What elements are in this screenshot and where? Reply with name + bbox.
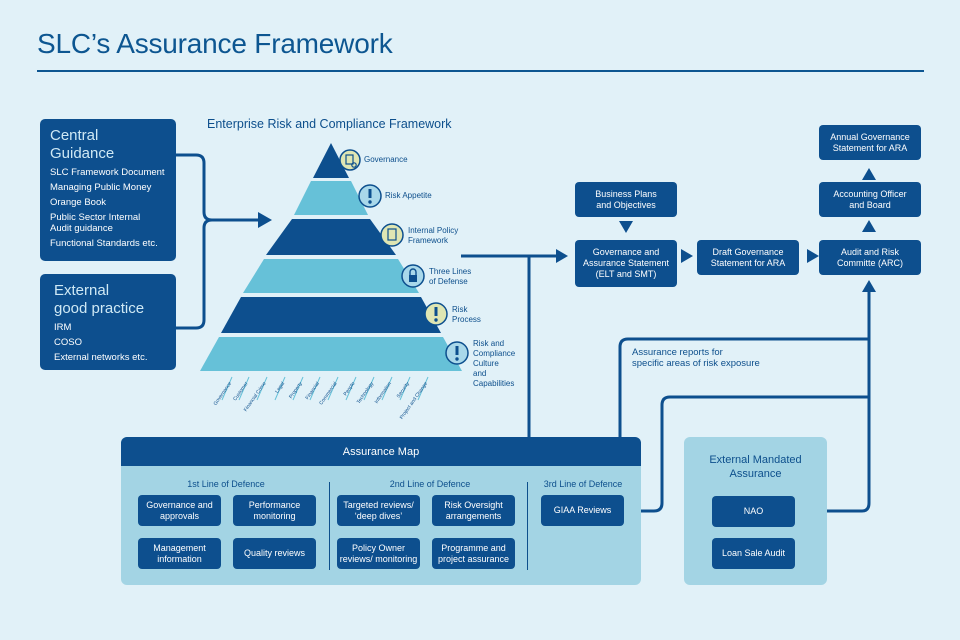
pyramid-layer-governance — [313, 143, 349, 178]
pyramid-label-risk-process: Risk Process — [452, 305, 481, 324]
pyramid-layer-risk-process — [221, 297, 441, 333]
audit-risk-committee-box: Audit and Risk Committe (ARC) — [819, 240, 921, 275]
pyramid-label-risk-appetite: Risk Appetite — [385, 191, 432, 200]
page-title: SLC’s Assurance Framework — [37, 28, 393, 59]
list-item: IRM — [54, 322, 72, 333]
connector-giaa — [641, 395, 869, 513]
list-item: Managing Public Money — [50, 182, 152, 193]
assurance-item: Quality reviews — [233, 538, 316, 569]
assurance-item: Performance monitoring — [233, 495, 316, 526]
pyramid-layer-internal-policy — [266, 219, 396, 255]
connector-external-good-practice — [176, 218, 213, 330]
pyramid-label-internal-policy: Internal Policy Framework — [408, 226, 459, 245]
pyramid-layer-three-lines — [243, 259, 419, 293]
draft-governance-statement-box: Draft Governance Statement for ARA — [697, 240, 799, 275]
document-search-icon — [339, 149, 361, 171]
assurance-item: Management information — [138, 538, 221, 569]
assurance-item-loan-sale-audit: Loan Sale Audit — [712, 538, 795, 569]
pyramid-label-culture: Risk and Compliance Culture and Capabili… — [473, 339, 516, 388]
erc-framework-title: Enterprise Risk and Compliance Framework — [207, 117, 452, 131]
governance-assurance-statement-box: Governance and Assurance Statement (ELT … — [575, 240, 677, 287]
divider — [329, 482, 330, 570]
arrow-up-to-annual — [862, 168, 876, 180]
external-good-practice-heading-2: good practice — [54, 300, 145, 317]
assurance-item: Risk Oversight arrangements — [432, 495, 515, 526]
accounting-officer-box: Accounting Officer and Board — [819, 182, 921, 217]
assurance-item: Governance and approvals — [138, 495, 221, 526]
assurance-item: GIAA Reviews — [541, 495, 624, 526]
list-item: SLC Framework Document — [50, 167, 165, 178]
pyramid-layer-culture — [200, 337, 462, 371]
assurance-item: Programme and project assurance — [432, 538, 515, 569]
external-mandated-title: External Mandated Assurance — [709, 454, 802, 480]
assurance-item: Targeted reviews/ ‘deep dives’ — [337, 495, 420, 526]
arrow-up-to-arc — [862, 280, 876, 292]
central-guidance-box: Central Guidance SLC Framework Document … — [40, 119, 176, 261]
arrow-to-pyramid — [258, 212, 272, 228]
assurance-map-title: Assurance Map — [121, 437, 641, 466]
external-mandated-panel: External Mandated Assurance NAO Loan Sal… — [684, 437, 827, 585]
list-item: External networks etc. — [54, 352, 148, 363]
title-divider — [37, 70, 924, 72]
arrow-to-draft — [681, 249, 693, 263]
business-plans-box: Business Plans and Objectives — [575, 182, 677, 217]
assurance-map-panel: Assurance Map 1st Line of Defence Govern… — [121, 437, 641, 585]
central-guidance-heading-2: Guidance — [50, 145, 115, 162]
list-item: Functional Standards etc. — [50, 238, 158, 249]
pyramid-layer-risk-appetite — [294, 181, 368, 215]
line-of-defence-1-label: 1st Line of Defence — [187, 479, 265, 489]
external-good-practice-box: External good practice IRM COSO External… — [40, 274, 176, 370]
line-of-defence-2-label: 2nd Line of Defence — [389, 479, 471, 489]
connector-external-mandated — [827, 290, 871, 513]
line-of-defence-3-label: 3rd Line of Defence — [543, 479, 623, 489]
pyramid-label-governance: Governance — [364, 155, 408, 164]
annual-governance-statement-box: Annual Governance Statement for ARA — [819, 125, 921, 160]
list-item: Public Sector Internal — [50, 212, 141, 223]
connector-central-guidance — [176, 153, 213, 222]
central-guidance-heading: Central — [50, 127, 99, 144]
assurance-item: Policy Owner reviews/ monitoring — [337, 538, 420, 569]
divider — [527, 482, 528, 570]
arrow-plans-down — [619, 221, 633, 233]
list-item: Audit guidance — [50, 223, 113, 234]
list-item: Orange Book — [50, 197, 106, 208]
connector-assurance-reports — [618, 337, 869, 438]
arrow-to-arc — [807, 249, 819, 263]
external-good-practice-heading: External — [54, 282, 110, 299]
assurance-item-nao: NAO — [712, 496, 795, 527]
list-item: COSO — [54, 337, 82, 348]
arrow-up-to-board — [862, 220, 876, 232]
pyramid-label-three-lines: Three Lines of Defense — [429, 267, 472, 286]
assurance-reports-note: Assurance reports for specific areas of … — [632, 347, 760, 369]
clipboard-check-icon — [380, 223, 404, 247]
arrow-to-statement — [556, 249, 568, 263]
